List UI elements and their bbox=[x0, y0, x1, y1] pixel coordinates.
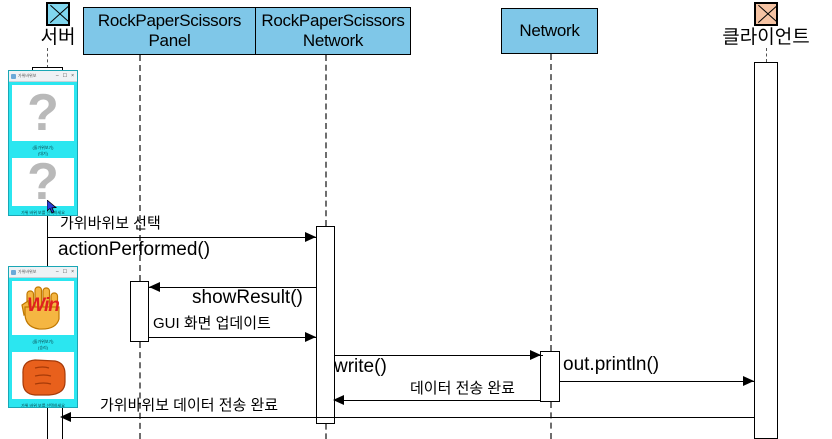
activation-bar-panel bbox=[130, 281, 149, 342]
minimize-icon[interactable]: – bbox=[55, 73, 59, 79]
thumbnail-titlebar: 가위바위보 – ☐ × bbox=[9, 267, 77, 278]
lifeline-panel-lower bbox=[139, 342, 141, 439]
crossed-box-icon bbox=[754, 2, 778, 26]
lifeline-network-lower bbox=[550, 402, 552, 439]
message-label-2: actionPerformed() bbox=[58, 239, 211, 260]
thumbnail-pane-bottom: ? bbox=[12, 158, 74, 206]
question-mark-placeholder: ? bbox=[27, 158, 59, 206]
message-label-6: out.println() bbox=[563, 354, 660, 375]
participant-box-rpsnetwork-label: RockPaperScissors Network bbox=[261, 11, 405, 50]
message-arrowhead-8 bbox=[60, 412, 71, 422]
thumbnail-window-title: 가위바위보 bbox=[18, 269, 37, 274]
message-arrowhead-7 bbox=[333, 395, 344, 405]
thumbnail-caption-top-2: (승리) bbox=[37, 345, 49, 350]
message-line-5 bbox=[335, 355, 543, 356]
message-arrowhead-5 bbox=[530, 350, 541, 360]
participant-box-network[interactable]: Network bbox=[501, 8, 598, 54]
close-icon[interactable]: × bbox=[71, 269, 74, 275]
lifeline-server-solid bbox=[47, 78, 48, 439]
message-line-4 bbox=[149, 337, 317, 338]
screenshot-thumbnail-initial[interactable]: 가위바위보 – ☐ × ? (돌가위보기) (대기) ? 가위 바위 보를 선택… bbox=[8, 70, 78, 216]
message-arrowhead-6 bbox=[743, 376, 754, 386]
thumbnail-pane-bottom bbox=[12, 352, 74, 399]
activation-bar-rpsnetwork bbox=[316, 226, 335, 424]
minimize-icon[interactable]: – bbox=[55, 269, 59, 275]
message-label-3: showResult() bbox=[192, 287, 303, 308]
app-icon bbox=[11, 73, 16, 79]
message-arrowhead-3 bbox=[149, 282, 160, 292]
thumbnail-caption-bottom: 가위 바위 보를 선택하세요 bbox=[21, 210, 65, 215]
thumbnail-pane-top: ? bbox=[12, 85, 74, 141]
mouse-cursor-icon bbox=[47, 200, 58, 214]
maximize-icon[interactable]: ☐ bbox=[62, 269, 68, 275]
result-overlay-text: Win bbox=[27, 294, 60, 316]
message-line-8 bbox=[62, 417, 754, 418]
message-label-1: 가위바위보 선택 bbox=[60, 215, 161, 232]
message-label-8: 가위바위보 데이터 전송 완료 bbox=[100, 397, 279, 414]
activation-bar-client bbox=[754, 62, 778, 439]
paper-hand-icon bbox=[21, 286, 60, 330]
message-label-4: GUI 화면 업데이트 bbox=[153, 315, 271, 332]
app-icon bbox=[11, 269, 16, 275]
message-label-5: write() bbox=[334, 356, 387, 377]
message-line-7 bbox=[335, 400, 541, 401]
message-label-7: 데이터 전송 완료 bbox=[410, 380, 515, 397]
close-icon[interactable]: × bbox=[71, 73, 74, 79]
message-line-1 bbox=[47, 237, 317, 238]
lifeline-server bbox=[47, 48, 48, 68]
actor-client-label: 클라이언트 bbox=[722, 27, 810, 48]
thumbnail-titlebar: 가위바위보 – ☐ × bbox=[9, 71, 77, 82]
lifeline-client bbox=[766, 48, 767, 62]
thumbnail-caption-top-2: (대기) bbox=[37, 151, 49, 156]
screenshot-thumbnail-result[interactable]: 가위바위보 – ☐ × Win (돌가위보기) (승리) bbox=[8, 266, 78, 408]
lifeline-rpsnetwork-lower bbox=[325, 424, 327, 439]
message-line-3 bbox=[149, 287, 317, 288]
participant-box-panel[interactable]: RockPaperScissors Panel bbox=[83, 7, 256, 55]
actor-client[interactable]: 클라이언트 bbox=[700, 2, 832, 49]
lifeline-rpsnetwork bbox=[325, 55, 327, 226]
question-mark-placeholder: ? bbox=[27, 85, 59, 141]
thumbnail-pane-top: Win bbox=[12, 281, 74, 335]
thumbnail-caption-top-1: (돌가위보기) bbox=[32, 339, 54, 344]
activation-bar-network bbox=[540, 351, 560, 402]
participant-box-panel-label: RockPaperScissors Panel bbox=[97, 11, 242, 50]
lifeline-network bbox=[550, 54, 552, 351]
participant-box-rpsnetwork[interactable]: RockPaperScissors Network bbox=[255, 7, 411, 55]
maximize-icon[interactable]: ☐ bbox=[62, 73, 68, 79]
thumbnail-window-title: 가위바위보 bbox=[18, 73, 37, 78]
thumbnail-caption-bottom: 가위 바위 보를 선택하세요 bbox=[21, 403, 65, 408]
message-arrowhead-1 bbox=[305, 232, 316, 242]
lifeline-panel bbox=[139, 55, 141, 281]
actor-server[interactable]: 서버 bbox=[6, 2, 110, 49]
message-line-6 bbox=[560, 381, 755, 382]
actor-server-label: 서버 bbox=[40, 27, 76, 48]
activation-client-head bbox=[754, 62, 778, 72]
rock-fist-icon bbox=[22, 358, 66, 396]
thumbnail-caption-top-1: (돌가위보기) bbox=[32, 145, 54, 150]
message-arrowhead-4 bbox=[305, 332, 316, 342]
participant-box-network-label: Network bbox=[519, 21, 580, 40]
crossed-box-icon bbox=[46, 2, 70, 26]
